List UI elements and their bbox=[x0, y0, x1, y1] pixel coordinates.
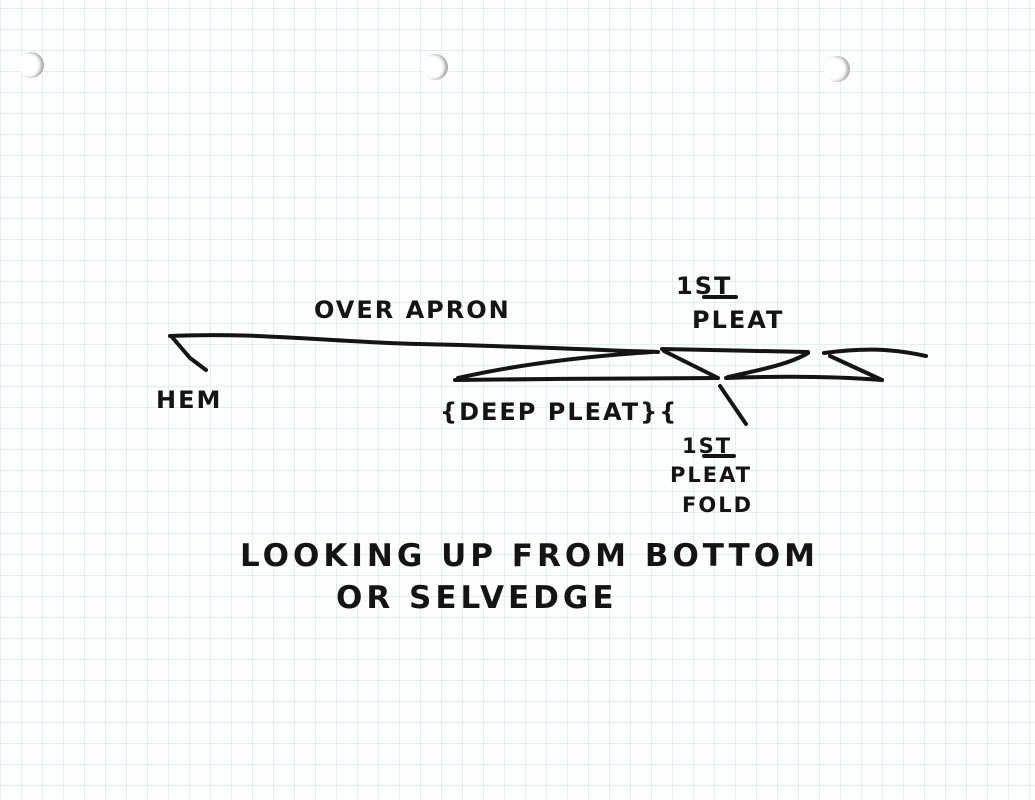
label-hem: HEM bbox=[156, 386, 222, 414]
label-first-pleat-fold-3: FOLD bbox=[682, 493, 753, 517]
caption-line-2: OR SELVEDGE bbox=[336, 580, 618, 616]
first-pleat-fold-arrow bbox=[718, 384, 748, 426]
label-first-pleat-top-1: 1ST bbox=[676, 272, 732, 300]
punch-hole-center bbox=[422, 54, 448, 80]
first-pleat-top-line bbox=[660, 347, 810, 354]
right-diagonal bbox=[828, 354, 884, 382]
punch-hole-right bbox=[824, 56, 850, 82]
over-apron-line bbox=[168, 333, 660, 354]
label-first-pleat-top-2: PLEAT bbox=[692, 306, 784, 334]
deep-pleat-bottom-line bbox=[453, 376, 720, 382]
punch-hole-left bbox=[18, 52, 44, 78]
right-upper-line bbox=[822, 347, 928, 358]
label-over-apron: OVER APRON bbox=[314, 296, 511, 324]
label-first-pleat-fold-1: 1ST bbox=[682, 434, 732, 458]
deep-pleat-diagonal bbox=[456, 350, 654, 380]
second-pleat-diagonal bbox=[726, 351, 810, 379]
first-pleat-diagonal bbox=[662, 349, 718, 379]
lower-line-right bbox=[724, 374, 884, 382]
label-deep-pleat: {DEEP PLEAT}{ bbox=[440, 398, 678, 426]
label-first-pleat-fold-2: PLEAT bbox=[670, 463, 752, 487]
caption-line-1: LOOKING UP FROM BOTTOM bbox=[240, 538, 819, 574]
hem-fold-mark bbox=[170, 335, 208, 372]
